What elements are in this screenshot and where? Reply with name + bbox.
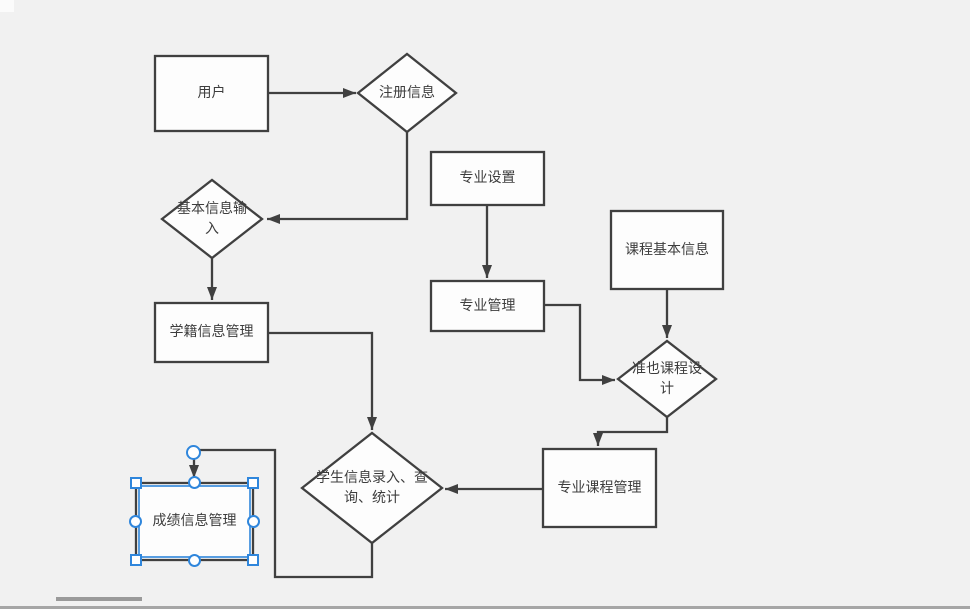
register-info-shape: [356, 52, 458, 134]
node-student-status-management-label: 学籍信息管理: [169, 324, 254, 341]
node-basic-info-input[interactable]: 基本信息输入: [162, 180, 262, 258]
resize-handle-bottom-left[interactable]: [130, 554, 142, 566]
resize-handle-bottom-right[interactable]: [247, 554, 259, 566]
node-major-setup[interactable]: 专业设置: [431, 152, 544, 205]
canvas-corner: [0, 0, 14, 12]
node-student-info-operations[interactable]: 学生信息录入、查询、统计: [302, 433, 442, 543]
node-major-course-management[interactable]: 专业课程管理: [543, 449, 656, 527]
resize-handle-top-right[interactable]: [247, 477, 259, 489]
edge-student-status-to-student-info-ops[interactable]: [268, 331, 377, 430]
basic-info-input-shape: [160, 178, 264, 260]
resize-handle-middle-left[interactable]: [129, 515, 142, 528]
node-major-course-design-label: 准也课程设计: [632, 360, 702, 397]
resize-handle-bottom-middle[interactable]: [188, 554, 201, 567]
rotation-handle[interactable]: [186, 445, 201, 460]
node-basic-info-input-label: 基本信息输入: [177, 200, 247, 237]
node-course-basic-info-label: 课程基本信息: [625, 241, 709, 258]
node-major-management-label: 专业管理: [459, 297, 516, 314]
node-major-management[interactable]: 专业管理: [431, 281, 544, 331]
node-student-status-management[interactable]: 学籍信息管理: [155, 303, 268, 362]
node-register-info-label: 注册信息: [379, 84, 435, 101]
edge-course-design-to-course-management[interactable]: [593, 417, 669, 446]
node-major-course-design[interactable]: 准也课程设计: [618, 341, 716, 417]
major-course-design-shape: [616, 339, 718, 419]
horizontal-scrollbar-thumb[interactable]: [56, 597, 142, 601]
resize-handle-middle-right[interactable]: [247, 515, 260, 528]
node-user-label: 用户: [197, 85, 226, 102]
edge-register-info-to-basic-info-input[interactable]: [267, 132, 409, 224]
resize-handle-top-middle[interactable]: [188, 476, 201, 489]
student-info-operations-shape: [300, 431, 444, 545]
edge-major-management-to-course-design[interactable]: [544, 303, 615, 385]
student-status-management-shape: [153, 301, 270, 364]
window-bottom-border: [0, 606, 970, 609]
resize-handle-top-left[interactable]: [130, 477, 142, 489]
node-grade-info-management-label: 成绩信息管理: [152, 513, 237, 530]
node-major-setup-label: 专业设置: [459, 170, 516, 187]
node-major-course-management-label: 专业课程管理: [557, 479, 642, 496]
node-student-info-operations-label: 学生信息录入、查询、统计: [316, 469, 428, 506]
node-register-info[interactable]: 注册信息: [358, 54, 456, 132]
node-user[interactable]: 用户: [155, 56, 268, 131]
major-course-management-shape: [541, 447, 658, 529]
course-basic-info-shape: [609, 209, 725, 291]
node-course-basic-info[interactable]: 课程基本信息: [611, 211, 723, 289]
node-grade-info-management[interactable]: 成绩信息管理: [136, 483, 253, 560]
grade-info-management-shape: [134, 481, 255, 562]
